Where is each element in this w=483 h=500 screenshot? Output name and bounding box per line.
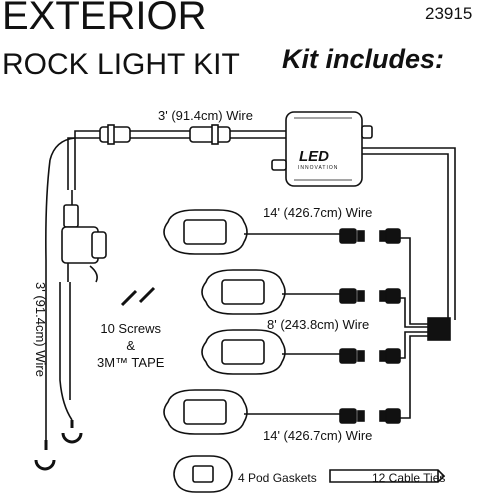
pod-1 <box>163 209 340 255</box>
screws-icon <box>120 286 156 307</box>
pod-connectors <box>339 228 401 424</box>
junction-box <box>427 317 451 341</box>
fuse-holder <box>61 190 107 283</box>
vertical-wire-top <box>49 137 76 161</box>
title-exterior: EXTERIOR <box>2 0 207 38</box>
controller-logo: LED <box>299 148 329 165</box>
branch-wires <box>393 237 428 419</box>
pod-4 <box>163 389 340 435</box>
screws-and-tape-label: 10 Screws & 3M™ TAPE <box>97 320 164 371</box>
label-14ft-wire-top: 14' (426.7cm) Wire <box>263 205 373 220</box>
label-14ft-wire-bottom: 14' (426.7cm) Wire <box>263 428 373 443</box>
cable-tie-icon <box>329 469 446 483</box>
label-3ft-wire-top: 3' (91.4cm) Wire <box>158 108 253 123</box>
ring-terminal-left <box>34 440 56 471</box>
title-rock-light-kit: ROCK LIGHT KIT <box>2 48 240 81</box>
controller-logo-sub: INNOVATION <box>298 165 339 171</box>
top-connector-left <box>99 124 131 145</box>
screws-line1: 10 Screws <box>100 321 162 336</box>
vertical-wire <box>45 159 73 440</box>
pod-3 <box>201 329 340 375</box>
top-wire-second-strand <box>67 137 290 190</box>
kit-includes-heading: Kit includes: <box>282 44 445 74</box>
screws-line3: 3M™ TAPE <box>97 355 165 370</box>
pod-gaskets-label: 4 Pod Gaskets <box>238 471 317 485</box>
top-connector-right <box>189 124 231 145</box>
ring-terminal-right <box>61 420 83 444</box>
pod-2 <box>201 269 340 315</box>
part-number: 23915 <box>425 4 473 23</box>
cable-ties-label: 12 Cable Ties <box>372 471 446 485</box>
controller-output-wire <box>362 147 456 320</box>
label-8ft-wire: 8' (243.8cm) Wire <box>267 317 370 332</box>
screws-line2: & <box>126 338 136 353</box>
top-wire <box>74 130 290 190</box>
controller-box <box>271 111 373 187</box>
label-3ft-wire-vertical: 3' (91.4cm) Wire <box>33 282 48 377</box>
pod-gasket-icon <box>173 455 233 493</box>
